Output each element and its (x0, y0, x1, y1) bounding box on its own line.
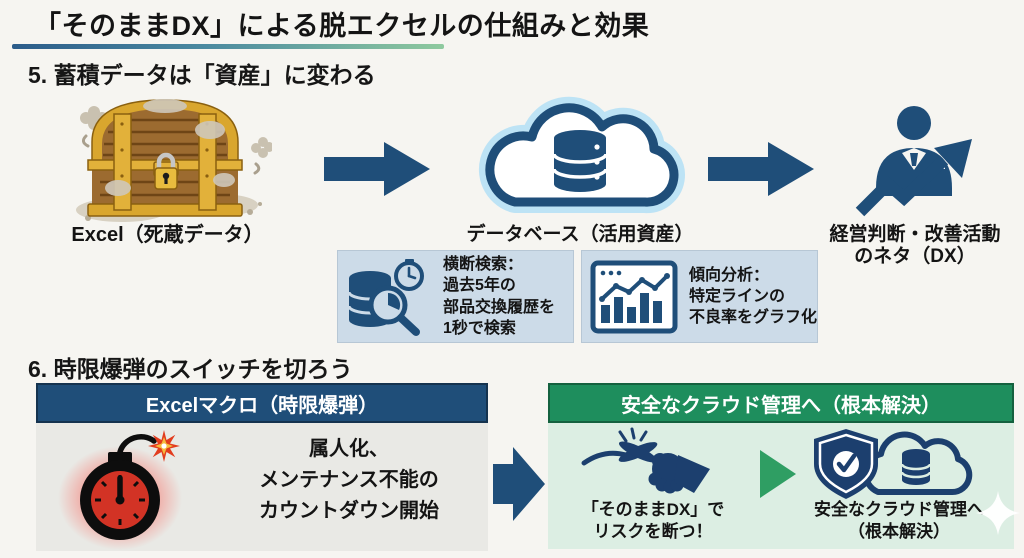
time-bomb-icon (58, 428, 208, 550)
excel-macro-panel-body: 属人化、 メンテナンス不能の カウントダウン開始 (36, 423, 488, 551)
treasure-chest-icon (60, 92, 272, 224)
benefit-box-search: 横断検索： 過去5年の 部品交換履歴を 1秒で検索 (337, 250, 574, 343)
outcome-label: 経営判断・改善活動 のネタ（DX） (795, 224, 1024, 269)
section5-heading: 5. 蓄積データは「資産」に変わる (28, 62, 376, 88)
sparkle-icon (976, 491, 1020, 535)
shield-cloud-icon (806, 426, 976, 502)
triangle-right-icon (760, 450, 796, 498)
cloud-solution-panel-body: 「そのままDX」で リスクを断つ！ (548, 423, 1020, 549)
database-search-icon (337, 257, 443, 337)
cloud-solution-panel: 安全なクラウド管理へ（根本解決） 「そのままDX (548, 383, 1020, 549)
section6-heading: 6. 時限爆弾のスイッチを切ろう (28, 356, 353, 382)
cloud-solution-panel-header: 安全なクラウド管理へ（根本解決） (548, 383, 1014, 423)
source-label: Excel（死蔵データ） (71, 224, 264, 246)
benefit-analysis-text: 傾向分析： 特定ラインの 不良率をグラフ化 (689, 266, 818, 327)
arrow-right-icon (708, 142, 814, 196)
arrow-right-icon (493, 447, 545, 521)
step1-caption: 「そのままDX」で リスクを断つ！ (581, 500, 725, 542)
benefit-search-text: 横断検索： 過去5年の 部品交換履歴を 1秒で検索 (443, 256, 556, 337)
cut-risk-icon (580, 427, 720, 499)
title-underline (12, 44, 444, 49)
arrow-right-icon (324, 142, 430, 196)
excel-macro-panel-header: Excelマクロ（時限爆弾） (36, 383, 488, 423)
cloud-database-icon (453, 84, 707, 222)
benefit-box-analysis: 傾向分析： 特定ラインの 不良率をグラフ化 (581, 250, 818, 343)
bomb-caption: 属人化、 メンテナンス不能の カウントダウン開始 (259, 438, 439, 522)
outcome-label-line2: のネタ（DX） (854, 246, 976, 268)
businessman-growth-icon (842, 98, 992, 226)
step2-caption: 安全なクラウド管理へ （根本解決） (814, 500, 984, 542)
page-title: 「そのままDX」による脱エクセルの仕組みと効果 (34, 11, 650, 41)
outcome-label-line1: 経営判断・改善活動 (829, 224, 1001, 245)
database-label: データベース（活用資産） (466, 224, 694, 245)
chart-window-icon (581, 257, 689, 337)
excel-macro-panel: Excelマクロ（時限爆弾） (36, 383, 488, 551)
